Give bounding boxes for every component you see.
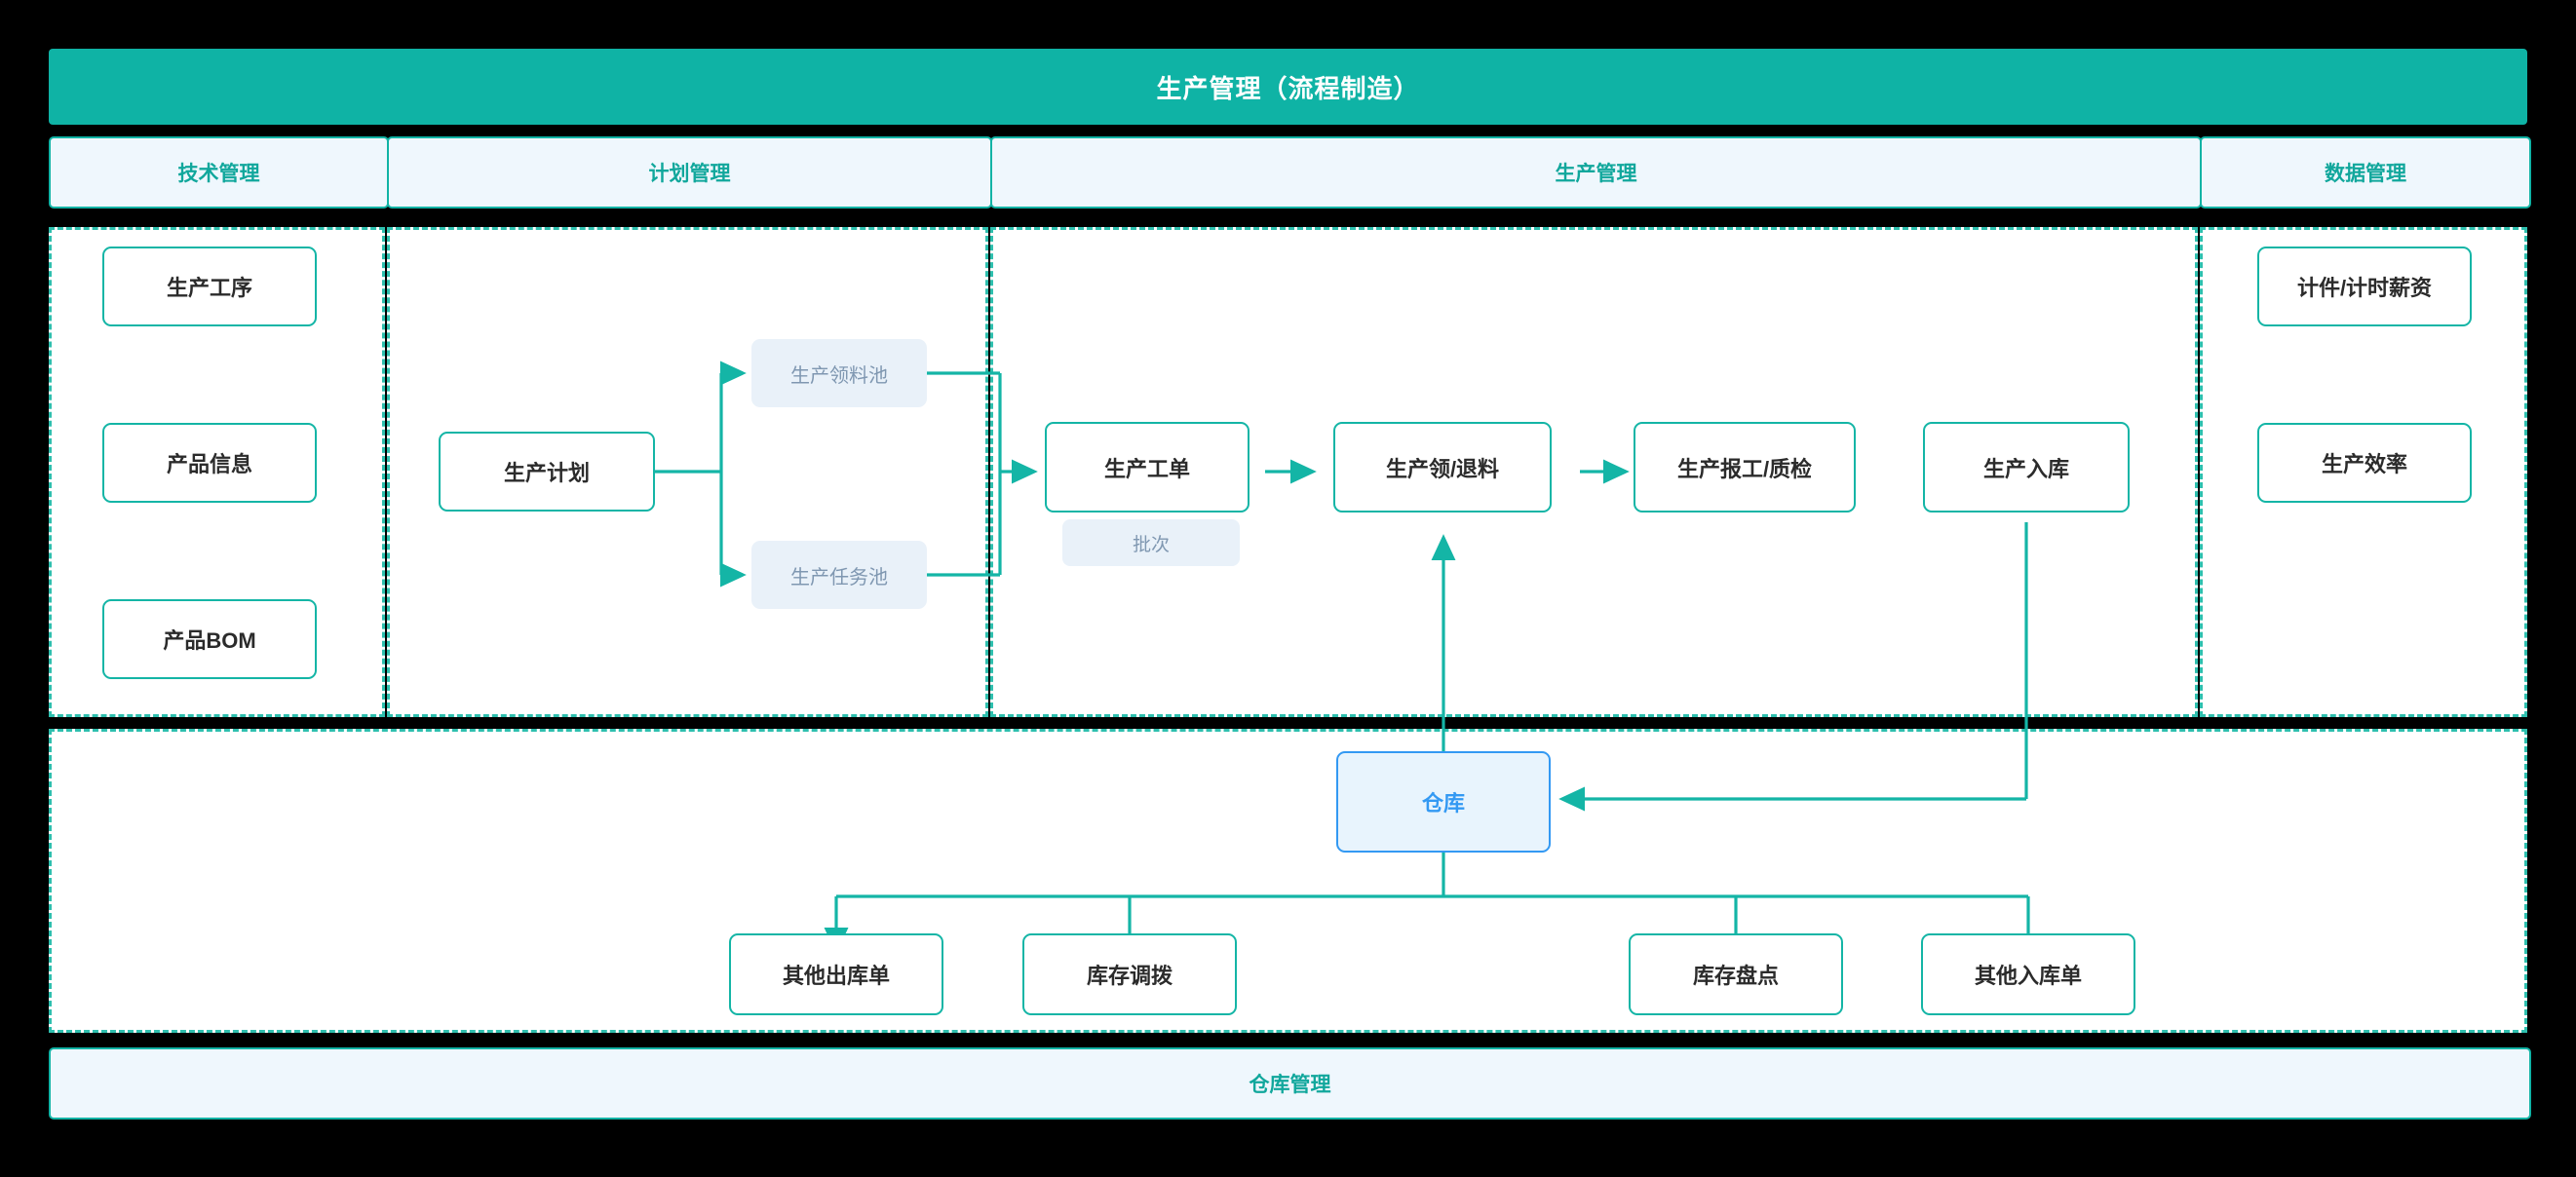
- column-header-label: 计划管理: [648, 163, 731, 185]
- node-label: 库存盘点: [1692, 964, 1779, 988]
- node-label: 生产工序: [166, 276, 252, 300]
- node-piecework-salary[interactable]: 计件/计时薪资: [2257, 247, 2472, 326]
- node-label: 其他出库单: [782, 964, 890, 988]
- node-other-inbound[interactable]: 其他入库单: [1921, 933, 2135, 1015]
- pool-label: 生产任务池: [790, 566, 888, 588]
- column-header-plan[interactable]: 计划管理: [387, 136, 992, 209]
- node-product-info[interactable]: 产品信息: [102, 423, 317, 503]
- node-label: 生产入库: [1982, 456, 2069, 481]
- column-header-production[interactable]: 生产管理: [990, 136, 2202, 209]
- node-production-efficiency[interactable]: 生产效率: [2257, 423, 2472, 503]
- footer-label: 仓库管理: [1249, 1074, 1331, 1096]
- tag-label: 批次: [1132, 534, 1170, 555]
- column-header-tech[interactable]: 技术管理: [49, 136, 389, 209]
- node-production-receipt[interactable]: 生产入库: [1923, 422, 2130, 513]
- node-material-issue-return[interactable]: 生产领/退料: [1333, 422, 1552, 513]
- node-report-inspection[interactable]: 生产报工/质检: [1634, 422, 1856, 513]
- node-label: 生产效率: [2321, 452, 2407, 476]
- node-label: 生产报工/质检: [1676, 456, 1813, 481]
- node-production-plan[interactable]: 生产计划: [439, 432, 655, 512]
- pool-material-requisition[interactable]: 生产领料池: [751, 339, 927, 407]
- node-label: 生产工单: [1103, 456, 1190, 481]
- pool-production-task[interactable]: 生产任务池: [751, 541, 927, 609]
- column-header-data[interactable]: 数据管理: [2200, 136, 2531, 209]
- node-stock-transfer[interactable]: 库存调拨: [1022, 933, 1237, 1015]
- diagram-header: 生产管理（流程制造）: [49, 49, 2527, 125]
- tag-batch: 批次: [1062, 519, 1240, 566]
- column-header-label: 技术管理: [177, 163, 260, 185]
- node-product-bom[interactable]: 产品BOM: [102, 599, 317, 679]
- node-label: 库存调拨: [1086, 964, 1173, 988]
- node-label: 产品信息: [166, 452, 252, 476]
- page-title: 生产管理（流程制造）: [1156, 73, 1420, 103]
- column-header-label: 数据管理: [2325, 163, 2406, 185]
- node-label: 产品BOM: [163, 628, 256, 653]
- pool-label: 生产领料池: [790, 364, 888, 387]
- node-label: 计件/计时薪资: [2296, 276, 2433, 300]
- node-production-process[interactable]: 生产工序: [102, 247, 317, 326]
- node-other-outbound[interactable]: 其他出库单: [729, 933, 943, 1015]
- node-label: 其他入库单: [1974, 964, 2082, 988]
- panel-warehouse: [49, 729, 2527, 1033]
- node-warehouse-hub[interactable]: 仓库: [1336, 751, 1551, 853]
- node-label: 生产计划: [503, 461, 590, 485]
- node-label: 生产领/退料: [1385, 456, 1500, 481]
- footer-warehouse-management[interactable]: 仓库管理: [49, 1047, 2531, 1120]
- column-header-label: 生产管理: [1555, 163, 1637, 185]
- node-stock-count[interactable]: 库存盘点: [1629, 933, 1843, 1015]
- node-work-order[interactable]: 生产工单: [1045, 422, 1250, 513]
- node-label: 仓库: [1421, 791, 1465, 816]
